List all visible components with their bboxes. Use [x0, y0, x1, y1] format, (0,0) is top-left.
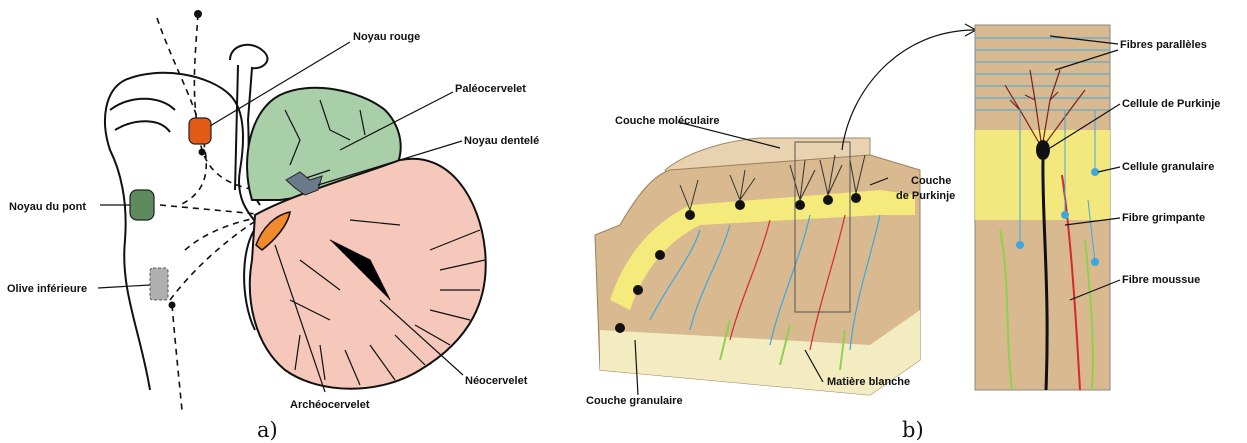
brainstem-outline: [105, 73, 258, 390]
label-couche-granulaire: Couche granulaire: [586, 395, 683, 407]
label-matiere-blanche: Matière blanche: [827, 376, 910, 388]
label-cellule-granulaire: Cellule granulaire: [1122, 161, 1214, 173]
label-archeocervelet: Archéocervelet: [290, 399, 370, 411]
label-cellule-purkinje: Cellule de Purkinje: [1122, 98, 1220, 110]
panel-b-diagram: Couche moléculaire Couche de Purkinje Co…: [580, 0, 1247, 443]
pathway-dashed: [157, 18, 206, 205]
label-couche-purkinje-line2: de Purkinje: [896, 190, 955, 202]
noyau-rouge-shape: [189, 118, 211, 144]
caption-a: a): [257, 418, 278, 442]
label-noyau-rouge: Noyau rouge: [353, 31, 420, 43]
zoom-purkinje-soma: [1036, 140, 1050, 160]
caption-b: b): [902, 418, 924, 442]
brainstem-fold: [110, 99, 175, 132]
panel-a-diagram: Noyau rouge Paléocervelet Noyau dentelé …: [0, 0, 580, 443]
leader-olive: [98, 285, 150, 288]
zoom-arrow: [842, 30, 975, 150]
label-noyau-dentele: Noyau dentelé: [464, 135, 539, 147]
olive-inferieure-shape: [150, 268, 168, 300]
label-paleocervelet: Paléocervelet: [455, 83, 526, 95]
label-noyau-du-pont: Noyau du pont: [9, 201, 86, 213]
label-couche-purkinje-line1: Couche: [911, 175, 951, 187]
pathway-dashed: [172, 305, 182, 410]
pathway-end-dot: [194, 10, 202, 18]
label-olive-inferieure: Olive inférieure: [7, 283, 87, 295]
pathway-end-dot: [199, 149, 206, 156]
label-fibre-grimpante: Fibre grimpante: [1122, 212, 1205, 224]
noyau-du-pont-shape: [130, 190, 154, 220]
label-fibres-paralleles: Fibres parallèles: [1120, 39, 1207, 51]
label-neocervelet: Néocervelet: [465, 375, 528, 387]
pathway-end-dot: [169, 302, 176, 309]
label-fibre-moussue: Fibre moussue: [1122, 274, 1200, 286]
label-couche-moleculaire: Couche moléculaire: [615, 115, 720, 127]
